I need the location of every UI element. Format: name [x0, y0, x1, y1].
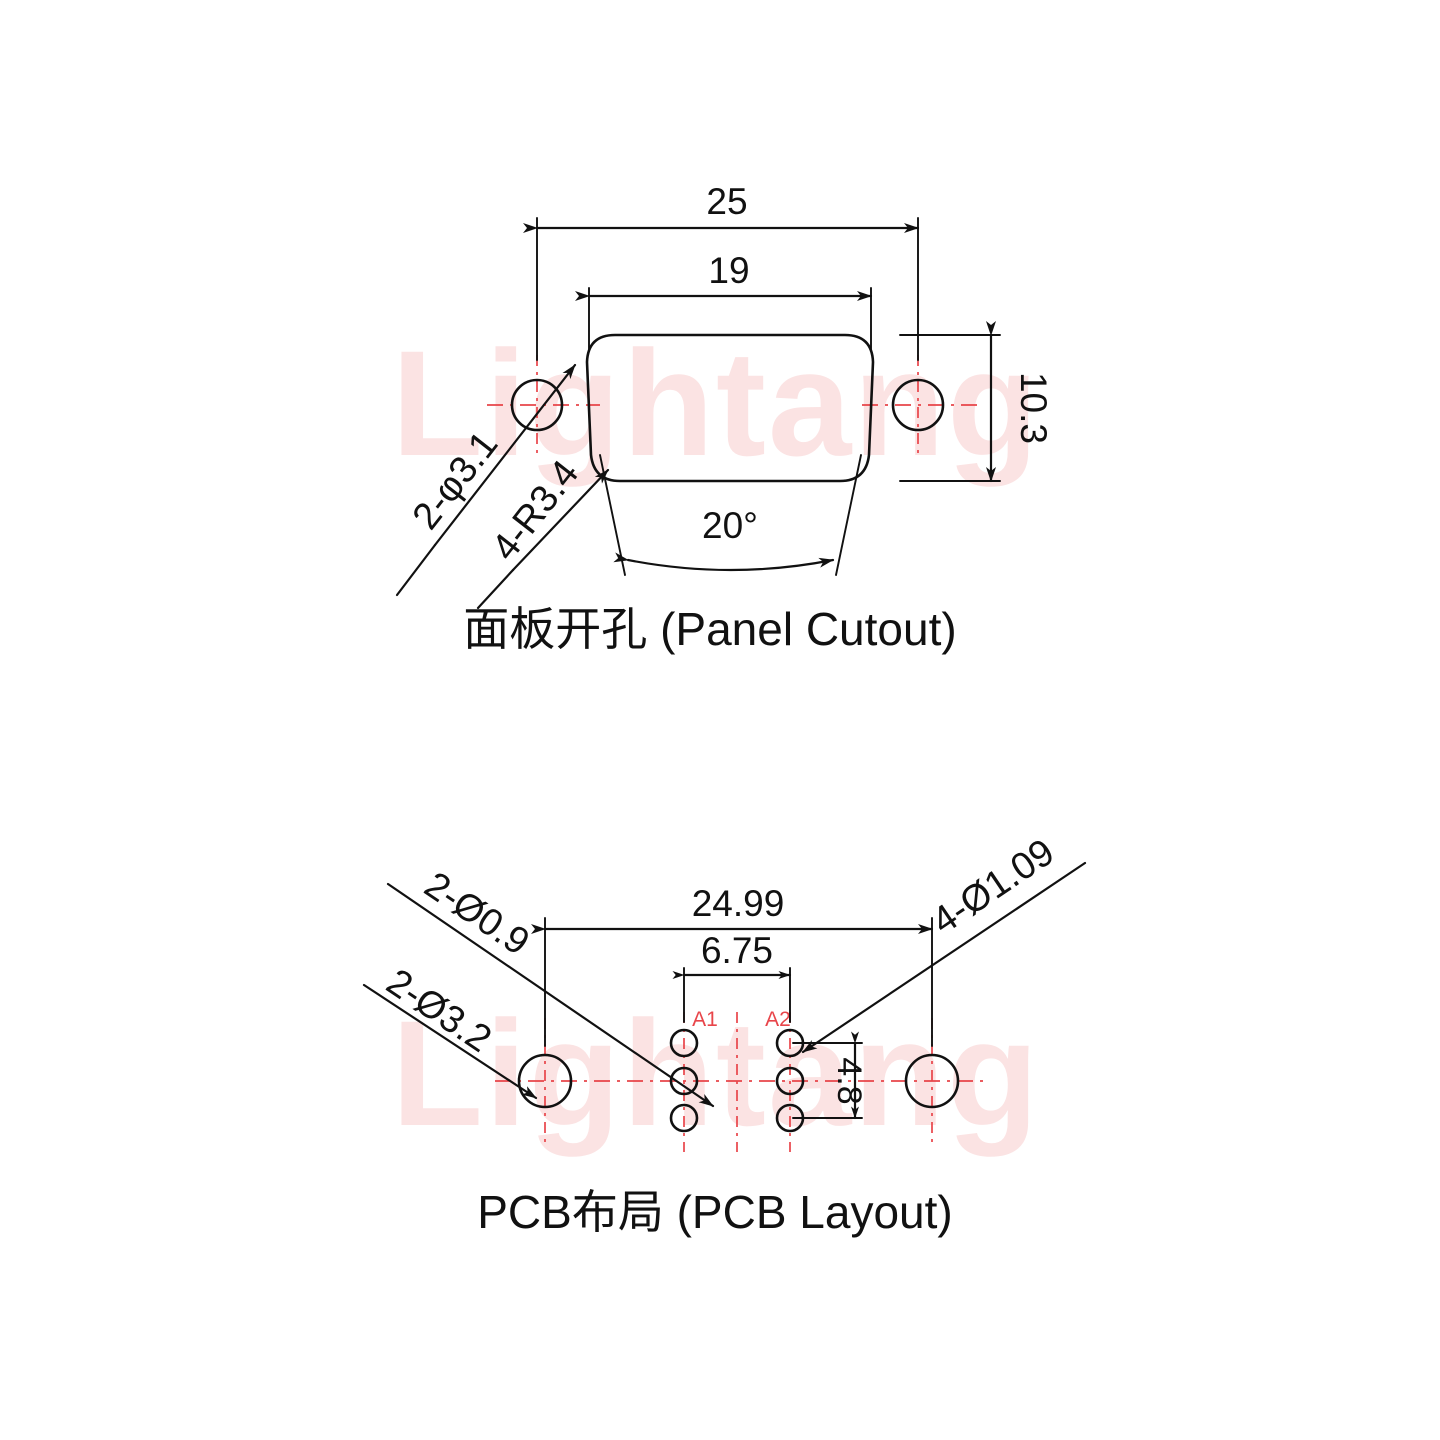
pcb-left-mounting-hole: [517, 1053, 573, 1109]
dim20deg-text: 20°: [702, 505, 758, 546]
leader-text-small-pin-hole: 2-Ø0.9: [417, 864, 537, 964]
leader-line-power-pin-hole: [801, 861, 1087, 1054]
pin-a1-hole-bottom: [669, 1103, 699, 1133]
leader-text-power-pin-hole: 4-Ø1.09: [925, 831, 1062, 943]
leader-line-corner-radius: [511, 468, 610, 572]
dim19-text: 19: [708, 250, 749, 291]
dimension-25: 25: [523, 181, 920, 361]
dimension-10-3: 10.3: [899, 321, 1054, 483]
pin-column-a1: A1: [669, 1008, 718, 1133]
leader-line-mounting-hole: [433, 363, 577, 547]
watermark-text-top: Lightang: [391, 319, 1040, 487]
dimension-4-8: 4.8: [792, 1031, 868, 1120]
pcb-right-mounting-hole: [904, 1053, 960, 1109]
dimension-19: 19: [575, 250, 873, 351]
dim48-text: 4.8: [830, 1057, 868, 1104]
pin-a2-hole-middle: [775, 1066, 805, 1096]
dim103-text: 10.3: [1013, 372, 1054, 444]
panel-left-mounting-hole: [510, 378, 564, 432]
pin-a1-hole-top: [669, 1028, 699, 1058]
dim675-text: 6.75: [701, 930, 773, 971]
pin-a2-label: A2: [765, 1008, 791, 1031]
chamfer-angle-group: 20°: [599, 454, 862, 576]
leader-tail-mounting-hole: [395, 543, 437, 597]
dimension-24-99: 24.99: [531, 883, 934, 1047]
watermark-group: Lightang Lightang: [391, 319, 1040, 1157]
panel-right-mounting-hole: [891, 378, 945, 432]
panel-cutout-caption: 面板开孔 (Panel Cutout): [463, 603, 956, 655]
pcb-vertical-centerlines: [544, 1012, 933, 1152]
panel-d-cutout-outline: [585, 333, 875, 483]
dimension-6-75: 6.75: [672, 930, 792, 1023]
leader-tail-corner-radius: [476, 568, 515, 610]
leader-line-large-mounting-hole: [362, 983, 538, 1100]
pcb-layout-caption: PCB布局 (PCB Layout): [477, 1186, 952, 1238]
chamfer-ext-right: [835, 454, 862, 576]
pin-a1-hole-middle: [669, 1066, 699, 1096]
dim25-text: 25: [706, 181, 747, 222]
dim2499-text: 24.99: [692, 883, 785, 924]
angle-arc: [613, 552, 835, 572]
pin-a1-label: A1: [692, 1008, 718, 1031]
leader-line-small-pin-hole: [386, 882, 715, 1108]
